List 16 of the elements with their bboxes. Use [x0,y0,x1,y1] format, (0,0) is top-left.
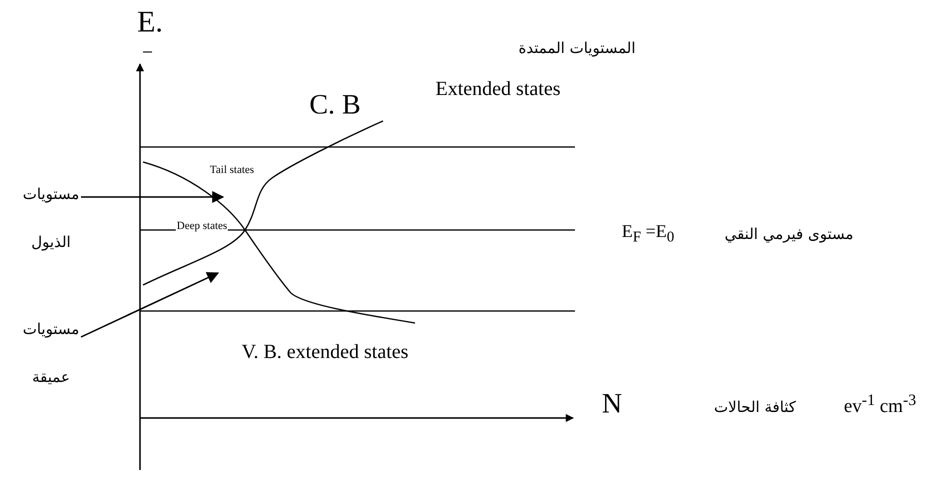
callout-text: مستويات عميقة [20,305,82,401]
band-label: V. B. extended states [240,341,410,363]
arrow [81,191,224,203]
callout-text: مستويات الذيول [20,170,82,266]
band-label: C. B [308,90,362,122]
axis-label: كثافة الحالات [713,398,797,416]
level-label: مستوى فيرمي النقي [724,226,854,242]
annotation-text: Tail states [208,164,256,176]
unit-label: ev$^{-1}$ cm$^{-3}$ [842,392,918,418]
axis-label: E. [136,6,164,38]
arrow [80,272,220,338]
annotation-text: المستويات الممتدة [517,40,637,56]
level-label: E$_{F}$ =E$_{0}$ [620,222,676,246]
axis-label: N [600,390,624,420]
annotation-text: Extended states [434,78,562,100]
annotation-text: Deep states [176,220,228,232]
